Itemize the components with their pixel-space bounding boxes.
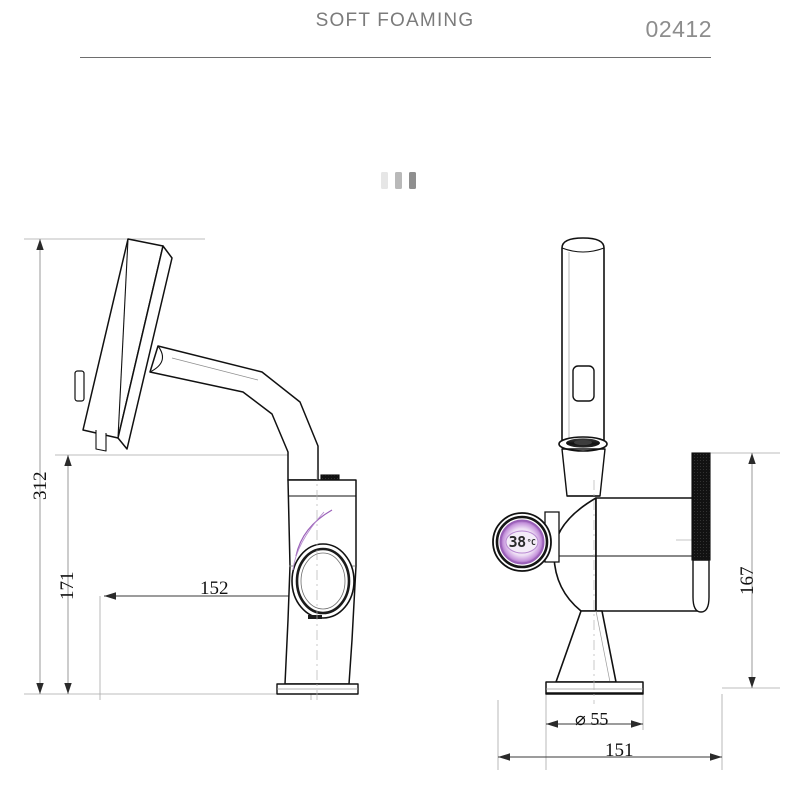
view-side-elevation [24, 238, 359, 700]
header-divider [80, 57, 711, 58]
side-switch [74, 370, 85, 402]
dim-line-171 [64, 455, 72, 694]
dim-line-167 [748, 453, 756, 688]
side-sprayer-head [74, 238, 173, 452]
front-aerator [558, 436, 608, 452]
front-body [553, 497, 701, 612]
side-temperature-ring [291, 509, 355, 619]
dimension-label-body-height: 167 [737, 566, 758, 596]
dimension-label-spout-reach: 152 [200, 578, 229, 599]
finish-swatch-strip [381, 172, 416, 189]
dimension-label-overall-width: 151 [605, 740, 634, 761]
product-code: 02412 [645, 16, 712, 39]
diameter-symbol-icon: ⌀ [575, 709, 586, 729]
dim-line-152 [104, 592, 311, 600]
front-handle [691, 452, 711, 613]
dimension-label-base-diameter: ⌀ 55 [575, 709, 608, 730]
front-mode-button [572, 365, 595, 402]
swatch-light [381, 172, 388, 189]
dim-line-diameter-55 [546, 720, 643, 728]
dim-line-151 [498, 753, 722, 761]
front-temperature-display [492, 511, 560, 572]
front-sprayer-head [561, 237, 605, 441]
front-neck [561, 448, 606, 497]
swatch-medium [395, 172, 402, 189]
swatch-dark [409, 172, 416, 189]
page-title: SOFT FOAMING [315, 10, 475, 31]
front-column [555, 610, 617, 683]
side-base-flange [276, 683, 359, 695]
dimension-label-overall-height: 312 [30, 471, 51, 501]
side-spout-arm [149, 345, 319, 481]
dimension-label-spout-height: 171 [57, 571, 78, 601]
side-extension-lines [24, 238, 312, 700]
front-base-flange [545, 681, 644, 695]
view-front-elevation [492, 237, 780, 770]
dimension-value-base-diameter: 55 [590, 709, 609, 729]
dim-line-312 [36, 239, 44, 694]
